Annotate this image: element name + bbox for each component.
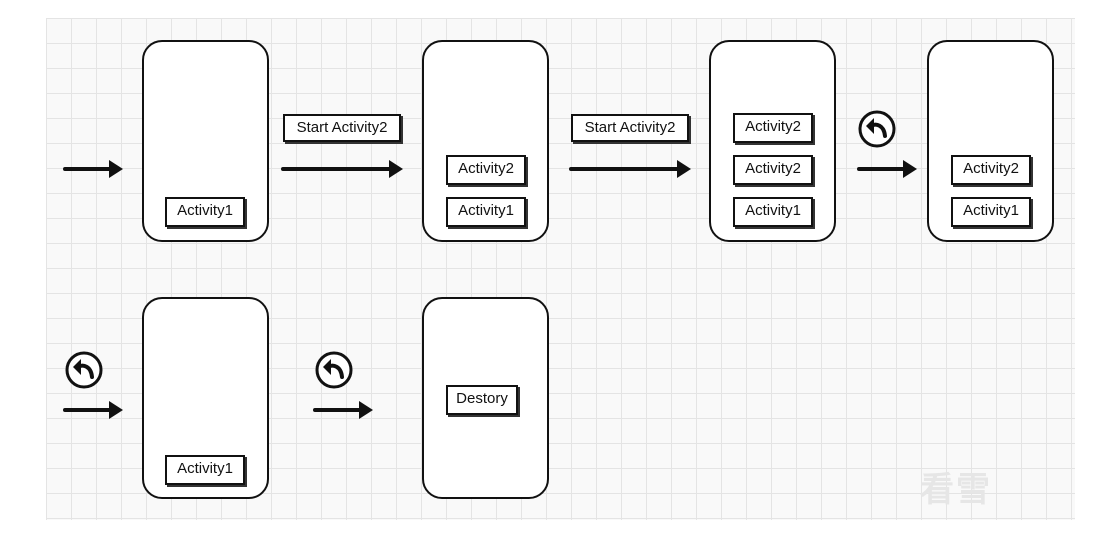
stack-item: Activity1 [165, 197, 245, 227]
right-arrow-icon [313, 401, 373, 419]
destroy-label: Destory [446, 385, 518, 415]
phone-stack-2 [422, 40, 549, 242]
stack-item: Activity2 [951, 155, 1031, 185]
transition-label: Start Activity2 [283, 114, 401, 142]
stack-item: Activity2 [733, 113, 813, 143]
back-arrow-icon [65, 351, 103, 389]
stack-item: Activity1 [446, 197, 526, 227]
stack-item: Activity2 [446, 155, 526, 185]
watermark: 看雪 [920, 470, 992, 510]
right-arrow-icon [857, 160, 917, 178]
back-arrow-icon [315, 351, 353, 389]
right-arrow-icon [281, 160, 403, 178]
stack-item: Activity1 [165, 455, 245, 485]
transition-label: Start Activity2 [571, 114, 689, 142]
stack-item: Activity2 [733, 155, 813, 185]
back-arrow-icon [858, 110, 896, 148]
right-arrow-icon [569, 160, 691, 178]
stack-item: Activity1 [951, 197, 1031, 227]
right-arrow-icon [63, 160, 123, 178]
right-arrow-icon [63, 401, 123, 419]
stack-item: Activity1 [733, 197, 813, 227]
